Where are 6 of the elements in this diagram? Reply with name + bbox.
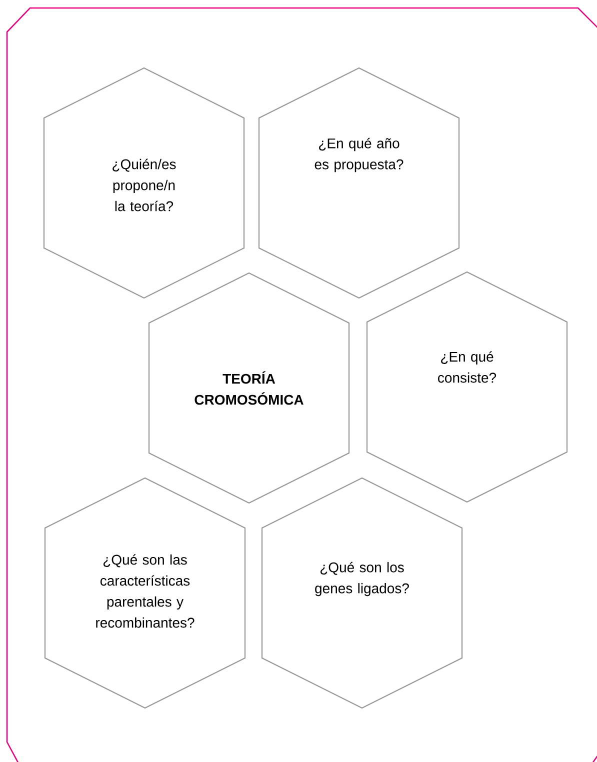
hexagon-box: ¿Quién/es propone/n la teoría?: [43, 67, 245, 299]
hexagon-box: TEORÍA CROMOSÓMICA: [148, 272, 350, 504]
hexagon-box: ¿Qué son los genes ligados?: [261, 477, 463, 709]
hexagon-box: ¿En qué consiste?: [366, 271, 568, 503]
hexagon-box: ¿En qué año es propuesta?: [258, 67, 460, 299]
hexagon-box: ¿Qué son las características parentales y recombinantes?: [44, 477, 246, 709]
